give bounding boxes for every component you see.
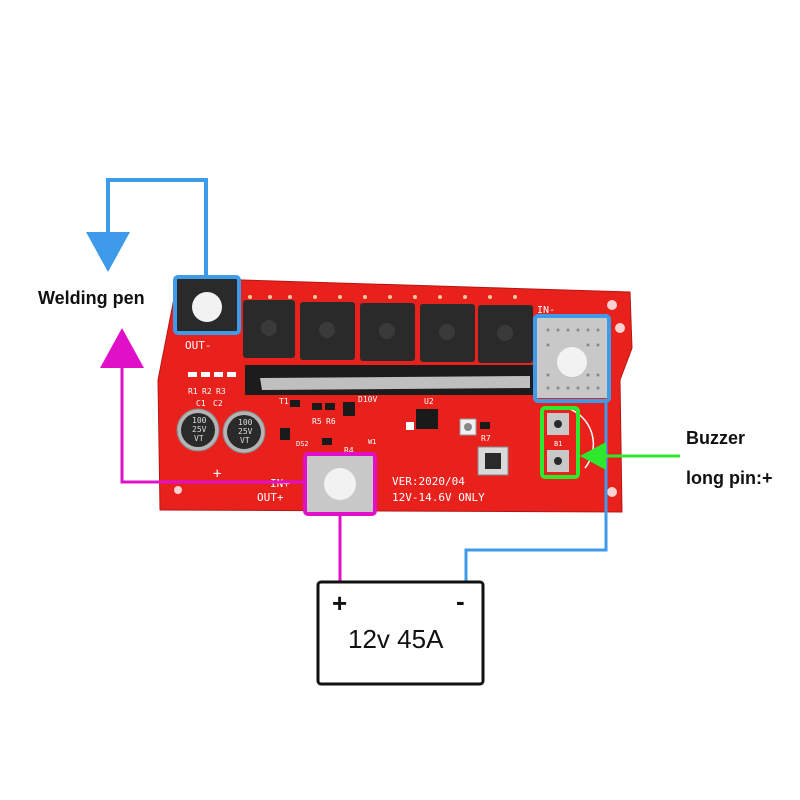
pcb-board: 100 25V VT 100 25V VT R1 R2 R3 C1 C2 T1 … — [157, 277, 633, 513]
ref-c1: C1 — [196, 399, 206, 408]
ref-t1: T1 — [279, 397, 289, 406]
ref-r3: R3 — [216, 387, 226, 396]
buzzer-pads — [540, 406, 580, 479]
capacitor-c2: 100 25V VT — [222, 410, 266, 454]
cap2-voltage: 25V — [238, 427, 253, 436]
solder-strip — [260, 376, 530, 390]
label-out-plus: OUT+ — [257, 491, 284, 504]
cap1-voltage: 25V — [192, 425, 207, 434]
voltage-range-label: 12V-14.6V ONLY — [392, 491, 485, 504]
ref-r5: R5 — [312, 417, 322, 426]
in-minus-highlight — [533, 314, 611, 403]
label-out-minus: OUT- — [185, 339, 212, 352]
ref-d10v: D10V — [358, 395, 377, 404]
ref-r4: R4 — [344, 446, 354, 455]
battery-rating-label: 12v 45A — [348, 624, 444, 654]
welding-pen-label: Welding pen — [38, 288, 145, 308]
ref-c2: C2 — [213, 399, 223, 408]
battery-outline — [316, 580, 485, 686]
welding-pen-wire-magenta — [120, 368, 305, 484]
cap2-value: 100 — [238, 418, 253, 427]
mounting-hole — [607, 487, 617, 497]
label-in-minus: IN- — [537, 305, 555, 316]
ref-u2: U2 — [424, 397, 434, 406]
buzzer-label: Buzzer — [686, 428, 746, 448]
via-row — [248, 295, 517, 299]
in-minus-terminal — [533, 314, 611, 403]
cap1-series: VT — [194, 434, 204, 443]
ref-ds2: DS2 — [296, 440, 309, 448]
ref-r1: R1 — [188, 387, 198, 396]
battery-minus-wire — [464, 401, 608, 582]
ref-r7: R7 — [481, 434, 491, 443]
welding-pen-wire-blue — [106, 178, 208, 277]
mounting-hole — [607, 300, 617, 310]
ref-r2: R2 — [202, 387, 212, 396]
mosfet-array — [243, 300, 533, 363]
mounting-hole — [174, 486, 182, 494]
cap1-value: 100 — [192, 416, 207, 425]
battery-plus-label: + — [332, 588, 348, 618]
blue-arrow-icon — [86, 232, 130, 272]
buzzer-highlight — [540, 406, 580, 479]
smd-resistors — [188, 372, 490, 445]
buzzer-pin-label: long pin:+ — [686, 468, 773, 488]
ref-w1: W1 — [368, 438, 376, 446]
tactile-switch-knob — [485, 453, 501, 469]
out-minus-terminal — [173, 275, 241, 335]
ref-r6: R6 — [326, 417, 336, 426]
ref-b1: B1 — [554, 440, 562, 448]
mounting-hole — [615, 323, 625, 333]
out-plus-terminal — [303, 452, 377, 516]
green-arrow-icon — [580, 442, 606, 470]
cap2-series: VT — [240, 436, 250, 445]
capacitor-c1: 100 25V VT — [176, 408, 220, 452]
ic-u2 — [416, 409, 438, 429]
magenta-arrow-icon — [100, 328, 144, 368]
smd-led — [406, 422, 414, 430]
battery — [316, 580, 485, 686]
plus-marking: + — [213, 466, 221, 482]
version-label: VER:2020/04 — [392, 475, 465, 488]
battery-minus-label: - — [456, 586, 465, 616]
transistor — [343, 402, 355, 416]
